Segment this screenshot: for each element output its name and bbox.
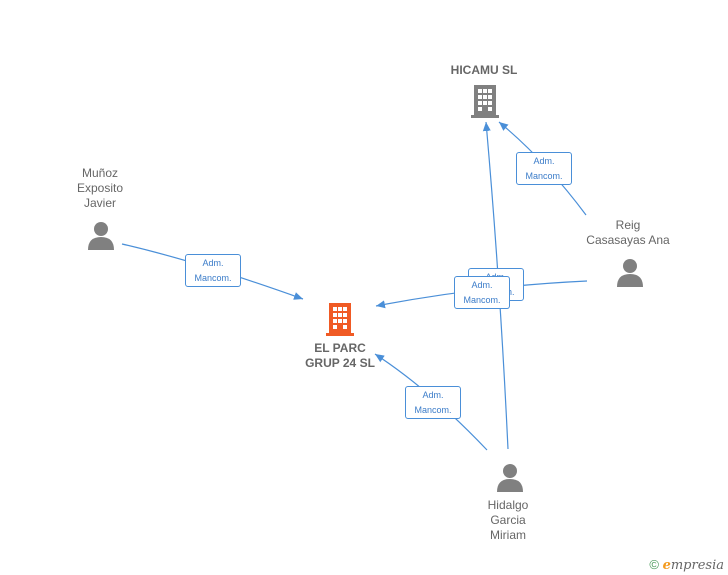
- edge-label-line2: Mancom.: [525, 171, 563, 181]
- node-hidalgo-label: Hidalgo Garcia Miriam: [468, 498, 548, 543]
- edge-label-line1: Adm.: [533, 156, 555, 166]
- node-munoz-line3: Javier: [83, 196, 116, 210]
- node-hicamu-name: HICAMU SL: [450, 63, 518, 77]
- edge-label-line1: Adm.: [202, 258, 224, 268]
- brand-footer[interactable]: © empresia: [649, 557, 724, 573]
- node-munoz-line1: Muñoz: [81, 166, 119, 180]
- node-hicamu-label: HICAMU SL: [438, 63, 530, 78]
- node-elparc-label: EL PARC GRUP 24 SL: [290, 341, 390, 371]
- person-icon[interactable]: [615, 257, 645, 287]
- edge-label-line2: Mancom.: [463, 295, 501, 305]
- node-elparc-line2: GRUP 24 SL: [305, 356, 375, 370]
- node-munoz-label: Muñoz Exposito Javier: [60, 166, 140, 211]
- brand-logo: empresia: [662, 558, 724, 573]
- node-elparc-line1: EL PARC: [314, 341, 366, 355]
- person-icon[interactable]: [495, 462, 525, 492]
- node-reig-line2: Casasayas Ana: [586, 233, 670, 247]
- edge-label-munoz-elparc[interactable]: Adm. Mancom.: [185, 254, 241, 287]
- edge-label-hidalgo-elparc[interactable]: Adm. Mancom.: [405, 386, 461, 419]
- node-hidalgo-line1: Hidalgo: [487, 498, 529, 512]
- node-reig-line1: Reig: [615, 218, 641, 232]
- node-reig-label: Reig Casasayas Ana: [578, 218, 678, 248]
- node-munoz-line2: Exposito: [76, 181, 124, 195]
- edge-label-line1: Adm.: [422, 390, 444, 400]
- edge-label-line1: Adm.: [471, 280, 493, 290]
- edge-label-reig-elparc[interactable]: Adm. Mancom.: [454, 276, 510, 309]
- building-icon[interactable]: [324, 301, 356, 337]
- copyright-symbol: ©: [649, 557, 659, 572]
- edge-label-line2: Mancom.: [194, 273, 232, 283]
- building-icon[interactable]: [469, 83, 501, 119]
- node-hidalgo-line3: Miriam: [490, 528, 526, 542]
- node-hidalgo-line2: Garcia: [490, 513, 526, 527]
- edge-label-reig-hicamu[interactable]: Adm. Mancom.: [516, 152, 572, 185]
- person-icon[interactable]: [86, 220, 116, 250]
- edge-label-line2: Mancom.: [414, 405, 452, 415]
